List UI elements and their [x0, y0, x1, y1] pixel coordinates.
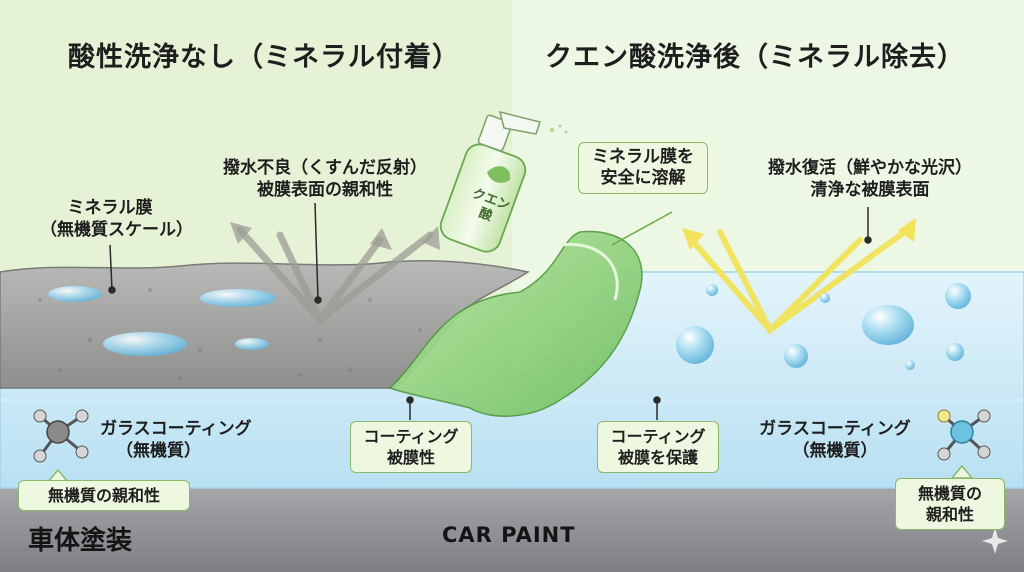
spray-bottle-icon — [439, 110, 541, 253]
reflection-arrow-icon — [687, 225, 913, 335]
left-glass-coating-label: ガラスコーティング （無機質） — [100, 418, 252, 462]
coating-property-tag-line2: 被膜性 — [386, 448, 435, 467]
repel-revive-label-line1: 撥水復活（鮮やかな光沢） — [768, 158, 972, 178]
coating-protect-tag-line2: 被膜を保護 — [617, 448, 698, 467]
left-panel-title: 酸性洗浄なし（ミネラル付着） — [68, 42, 460, 73]
car-paint-en-label: CAR PAINT — [442, 523, 576, 547]
water-droplet-icon — [820, 293, 830, 303]
right-glass-coating-label: ガラスコーティング （無機質） — [740, 418, 930, 462]
right-affinity-tag-line2: 親和性 — [925, 505, 974, 524]
repel-revive-label-line2: 清浄な被膜表面 — [810, 180, 930, 200]
left-glass-coating-label-line1: ガラスコーティング — [100, 419, 252, 439]
water-droplet-icon — [905, 360, 915, 370]
repel-failure-label-line1: 撥水不良（くすんだ反射） — [223, 158, 427, 178]
reflection-arrow-icon — [236, 226, 434, 326]
mineral-film-label-line2: （無機質スケール） — [40, 220, 193, 240]
repel-failure-label: 撥水不良（くすんだ反射） 被膜表面の親和性 — [205, 157, 445, 201]
dissolve-mineral-tag: ミネラル膜を 安全に溶解 — [578, 142, 708, 194]
water-droplet-icon — [48, 286, 102, 302]
coating-property-tag-line1: コーティング — [363, 427, 459, 446]
mineral-film-label-line1: ミネラル膜 — [67, 198, 153, 218]
right-affinity-tag: 無機質の 親和性 — [895, 478, 1005, 530]
leaf-icon — [487, 166, 511, 183]
water-droplet-icon — [784, 344, 808, 368]
coating-property-tag: コーティング 被膜性 — [350, 421, 472, 473]
water-droplet-icon — [945, 283, 971, 309]
molecule-icon — [33, 409, 89, 463]
citric-acid-wash-wave — [388, 230, 643, 417]
coating-protect-tag-line1: コーティング — [610, 427, 706, 446]
left-affinity-tag: 無機質の親和性 — [18, 480, 190, 511]
sparkle-icon — [982, 528, 1008, 554]
coating-protect-tag: コーティング 被膜を保護 — [597, 421, 719, 473]
left-glass-coating-label-line2: （無機質） — [116, 441, 201, 461]
mineral-film-label: ミネラル膜 （無機質スケール） — [40, 197, 193, 241]
water-droplet-icon — [706, 284, 718, 296]
right-panel-title: クエン酸洗浄後（ミネラル除去） — [545, 42, 965, 73]
car-paint-jp-label: 車体塗装 — [28, 526, 133, 556]
dissolve-mineral-tag-line2: 安全に溶解 — [600, 168, 686, 188]
water-droplet-icon — [676, 326, 714, 364]
repel-failure-label-line2: 被膜表面の親和性 — [257, 180, 393, 200]
right-affinity-tag-line1: 無機質の — [917, 484, 982, 503]
water-droplet-icon — [103, 332, 187, 356]
water-droplet-icon — [862, 305, 914, 345]
right-glass-coating-label-line2: （無機質） — [792, 441, 878, 461]
water-droplet-icon — [200, 289, 276, 307]
dissolve-mineral-tag-line1: ミネラル膜を — [592, 147, 694, 167]
molecule-icon — [937, 409, 991, 461]
right-glass-coating-label-line1: ガラスコーティング — [759, 419, 911, 439]
water-droplet-icon — [235, 338, 269, 350]
repel-revive-label: 撥水復活（鮮やかな光沢） 清浄な被膜表面 — [745, 157, 995, 201]
water-droplet-icon — [946, 343, 964, 361]
